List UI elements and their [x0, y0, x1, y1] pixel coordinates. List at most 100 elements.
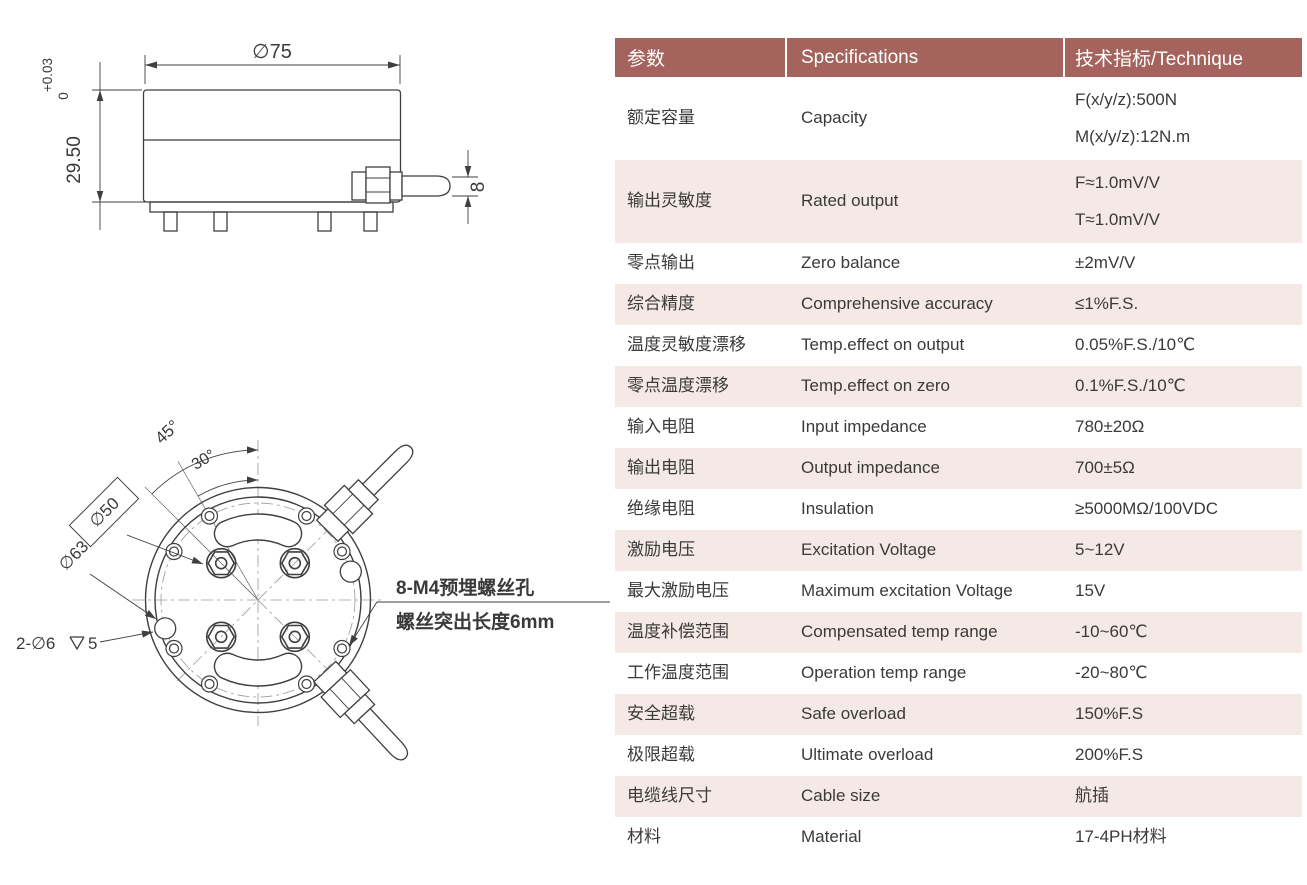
angle-45-arc [151, 449, 259, 495]
param-cell: 综合精度 [627, 294, 695, 314]
table-row: 最大激励电压 Maximum excitation Voltage 15V [615, 571, 1302, 612]
technical-drawing: ∅75 29.50 +0.03 0 8 [16, 41, 610, 761]
angle-45-label: 45° [151, 416, 183, 447]
sensor-pin [317, 211, 332, 232]
spec-cell: Temp.effect on zero [801, 376, 950, 396]
value-cell: 0.1%F.S./10℃ [1065, 366, 1302, 407]
d50-label-group: ∅50 [68, 476, 140, 548]
d6-holes-label: 2-∅6 [16, 634, 55, 653]
dim-cable-group: 8 [468, 182, 489, 193]
d50-leader [126, 534, 204, 565]
value-line: 0.05%F.S./10℃ [1075, 335, 1196, 355]
flange-outer-circle [144, 486, 372, 714]
spec-cell: Output impedance [801, 458, 940, 478]
table-row: 输出电阻 Output impedance 700±5Ω [615, 448, 1302, 489]
param-cell: 最大激励电压 [627, 581, 729, 601]
header-technique: 技术指标/Technique [1075, 49, 1243, 70]
dim-tolerance-upper: +0.03 [40, 58, 55, 92]
m4-note-line2: 螺丝突出长度6mm [396, 610, 554, 633]
spec-cell: Temp.effect on output [801, 335, 965, 355]
header-param: 参数 [615, 38, 787, 77]
table-row: 温度灵敏度漂移 Temp.effect on output 0.05%F.S./10… [615, 325, 1302, 366]
spec-cell: Input impedance [801, 417, 927, 437]
value-line: 5~12V [1075, 540, 1125, 560]
param-cell: 输出电阻 [627, 458, 695, 478]
spec-cell: Comprehensive accuracy [801, 294, 993, 314]
param-cell: 输出灵敏度 [627, 191, 712, 211]
value-line: ≥5000MΩ/100VDC [1075, 499, 1218, 519]
angle-30-label-group: 30° [189, 447, 219, 474]
param-cell: 材料 [627, 827, 661, 847]
value-cell: 200%F.S [1065, 735, 1302, 776]
value-line: 780±20Ω [1075, 417, 1145, 437]
side-view-arrowheads [96, 61, 472, 207]
d50-label-box [68, 476, 140, 548]
param-cell: 温度补偿范围 [627, 622, 729, 642]
spec-cell: Capacity [801, 108, 868, 128]
angle-45-label-group: 45° [151, 416, 183, 447]
dim-diameter-75: ∅75 [252, 41, 292, 63]
value-cell: 航插 [1065, 776, 1302, 817]
value-cell: 17-4PH材料 [1065, 817, 1302, 858]
value-cell: ±2mV/V [1065, 243, 1302, 284]
gland-facet-lines [366, 177, 390, 193]
spec-cell: Ultimate overload [801, 745, 934, 765]
side-view [92, 55, 478, 232]
sensor-pin [163, 211, 178, 232]
value-cell: 700±5Ω [1065, 448, 1302, 489]
value-line: T≈1.0mV/V [1075, 210, 1160, 229]
spec-cell: Operation temp range [801, 663, 967, 683]
value-line: 15V [1075, 581, 1106, 601]
dim-height-29-50: 29.50 [64, 136, 85, 184]
value-cell: F≈1.0mV/V T≈1.0mV/V [1065, 160, 1302, 243]
value-line: F≈1.0mV/V [1075, 172, 1160, 192]
depth-symbol [69, 636, 85, 651]
m4-note-leader [348, 601, 610, 647]
cable-gland-side [351, 166, 451, 204]
cable-gland-upper [315, 444, 414, 543]
top-view-dim-lines [69, 449, 610, 651]
sensor-pin [213, 211, 228, 232]
depth-value-label: 5 [88, 634, 97, 653]
param-cell: 安全超载 [627, 704, 695, 724]
value-cell: ≥5000MΩ/100VDC [1065, 489, 1302, 530]
dim-tolerance-lower: 0 [56, 92, 71, 100]
value-cell: 780±20Ω [1065, 407, 1302, 448]
value-line: -10~60℃ [1075, 622, 1148, 642]
spec-cell: Excitation Voltage [801, 540, 937, 560]
m4-holes [165, 507, 351, 693]
value-cell: 5~12V [1065, 530, 1302, 571]
param-cell: 零点输出 [627, 253, 695, 273]
dim-lines [92, 55, 478, 230]
spec-cell: Maximum excitation Voltage [801, 581, 1013, 601]
cable-gland-lower [312, 660, 409, 761]
param-cell: 温度灵敏度漂移 [627, 335, 746, 355]
param-cell: 额定容量 [627, 108, 695, 128]
top-view: 45° 30° ∅50 ∅63 2-∅6 5 8-M4预埋螺丝孔 螺丝突出长度6… [16, 416, 610, 761]
value-line: M(x/y/z):12N.m [1075, 127, 1191, 146]
spec-cell: Cable size [801, 786, 881, 806]
value-cell: -10~60℃ [1065, 612, 1302, 653]
sensor-base-plate [149, 201, 394, 213]
d63-leader [89, 573, 157, 620]
spec-cell: Safe overload [801, 704, 906, 724]
value-line: 700±5Ω [1075, 458, 1135, 478]
value-cell: 15V [1065, 571, 1302, 612]
m4-note-line1: 8-M4预埋螺丝孔 [396, 576, 534, 599]
value-cell: 0.05%F.S./10℃ [1065, 325, 1302, 366]
